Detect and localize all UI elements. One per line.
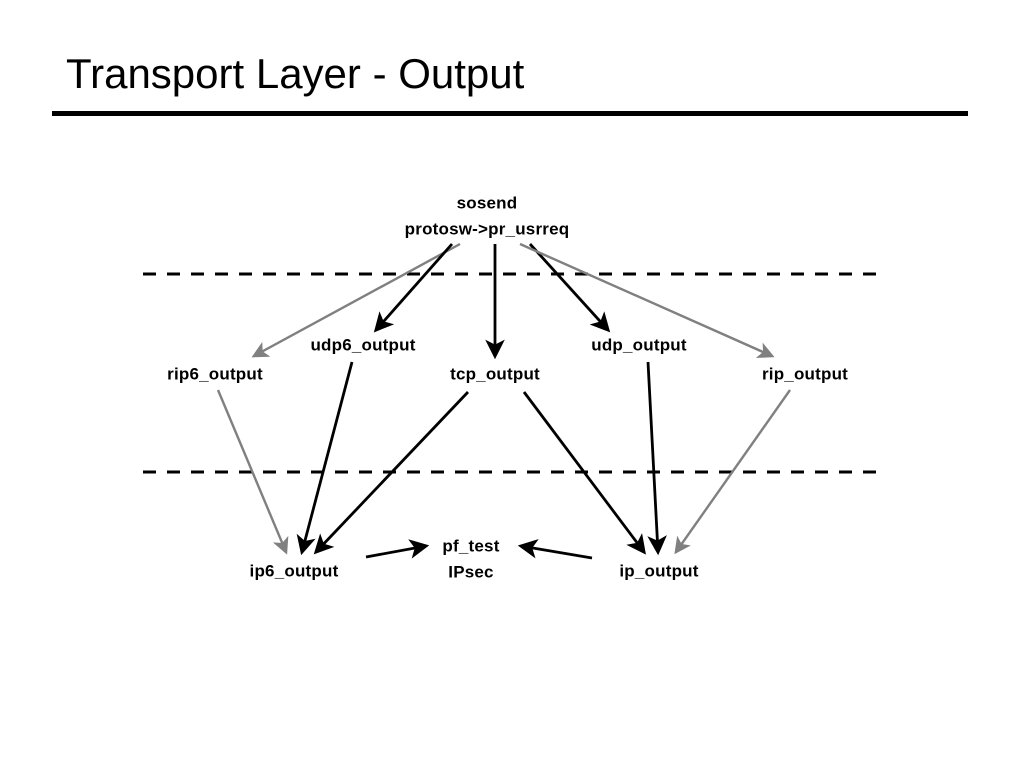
node-ip_output: ip_output — [619, 561, 699, 581]
edge-rip_output-to-ip_output — [674, 389, 791, 555]
node-pf_test-line1: pf_test — [442, 536, 500, 556]
edge-udp_output-to-ip_output — [646, 361, 667, 556]
page-title: Transport Layer - Output — [66, 50, 525, 97]
node-ip6_output: ip6_output — [249, 561, 339, 581]
edge-rip6_output-to-ip6_output — [216, 389, 289, 555]
edge-ip6_output-to-pf_test — [365, 539, 430, 559]
node-rip6_output: rip6_output — [167, 364, 263, 384]
node-sosend-line1: sosend — [456, 193, 518, 213]
layer-dividers — [143, 272, 885, 474]
title-divider-rule — [52, 111, 968, 116]
edge-udp6_output-to-ip6_output — [296, 361, 354, 556]
diagram-edges — [216, 242, 791, 560]
edge-ip_output-to-pf_test — [517, 539, 593, 560]
node-sosend-line2: protosw->pr_usrreq — [404, 220, 570, 239]
edge-tcp_output-to-ip6_output — [313, 391, 470, 555]
node-udp_output: udp_output — [591, 335, 687, 355]
edge-tcp_output-to-ip_output — [522, 391, 646, 555]
edge-sosend-to-rip6_output — [251, 242, 461, 358]
edge-sosend-to-udp_output — [528, 243, 611, 333]
edge-sosend-to-rip_output — [519, 242, 775, 358]
node-pf_test-line2: IPsec — [448, 563, 494, 582]
node-sosend: sosend protosw->pr_usrreq — [405, 191, 570, 244]
edge-sosend-to-udp6_output — [373, 243, 454, 333]
node-udp6_output: udp6_output — [310, 335, 416, 355]
node-rip_output: rip_output — [761, 364, 849, 384]
node-tcp_output: tcp_output — [450, 364, 540, 384]
